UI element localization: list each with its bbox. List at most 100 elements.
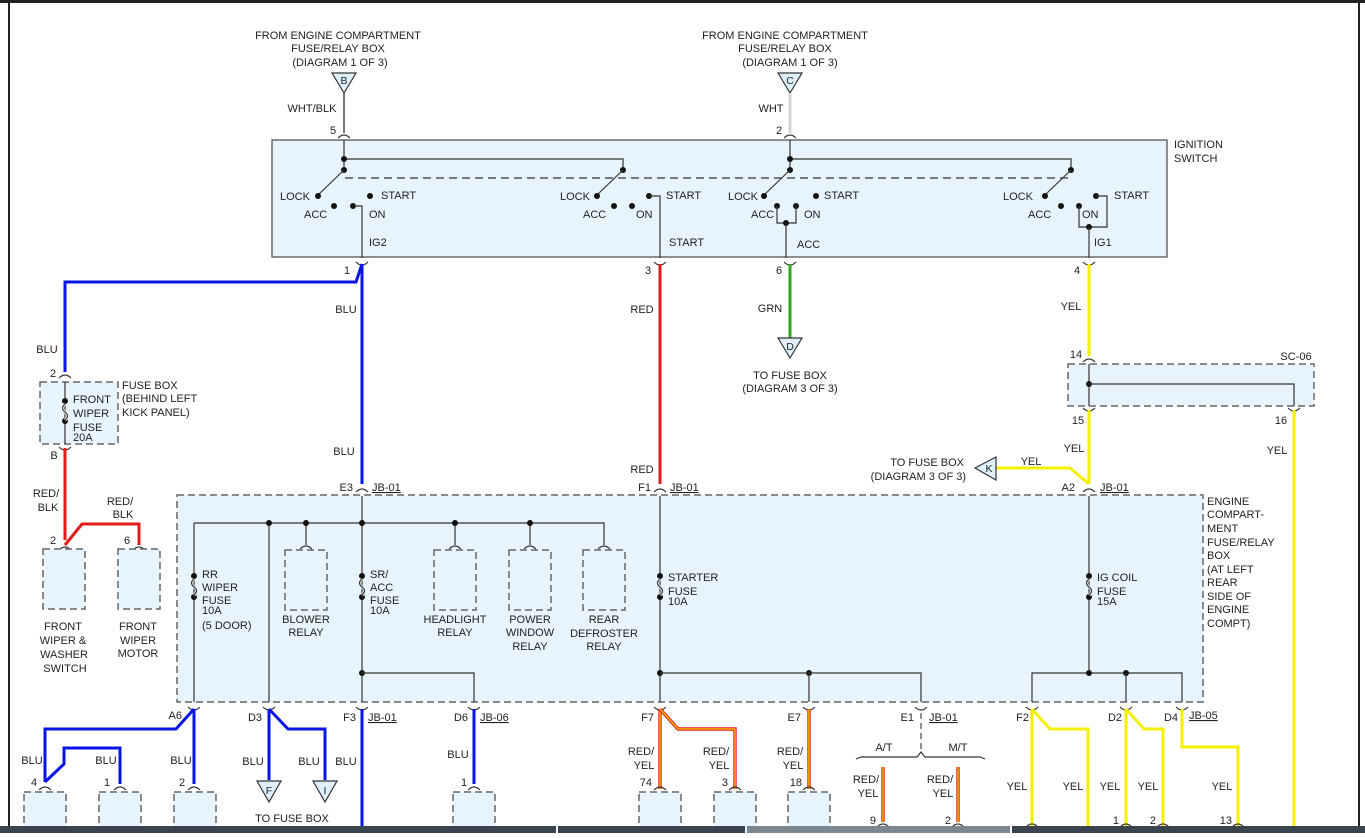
diagram-label: ON <box>636 209 653 221</box>
diagram-label: JB-06 <box>480 712 509 724</box>
diagram-label: YEL <box>783 760 804 772</box>
diagram-label: BOX <box>1207 550 1231 562</box>
diagram-label: (DIAGRAM 3 OF 3) <box>871 471 966 483</box>
engine-box-output-pins: A6 D3 F3 JB-01 D6 JB-06 F7 E7 E1 JB-01 F… <box>169 706 1218 724</box>
diagram-label: BLU <box>447 749 468 761</box>
kick-panel-fuse-box: 2 FRONT WIPER FUSE 20A FUSE BOX (BEHIND … <box>39 368 197 462</box>
diagram-label: WASHER <box>40 649 88 661</box>
connector-b-triangle-icon <box>330 72 358 95</box>
diagram-label: K <box>985 463 992 475</box>
diagram-label: ACC <box>583 209 606 221</box>
diagram-label: 1 <box>104 777 110 789</box>
diagram-label: F1 <box>638 482 651 494</box>
diagram-label: RED/ <box>777 746 804 758</box>
bottom-bar-segment[interactable] <box>558 826 745 833</box>
diagram-label: FUSE/RELAY <box>1207 537 1275 549</box>
diagram-label: M/T <box>949 742 968 754</box>
pin-label: 5 <box>330 125 336 137</box>
diagram-label: BLOWER <box>282 614 330 626</box>
diagram-label: RED <box>630 304 653 316</box>
diagram-label: RED/ <box>703 746 730 758</box>
diagram-label: D6 <box>454 712 468 724</box>
diagram-label: IGNITION <box>1174 139 1223 151</box>
diagram-label: FUSE <box>370 595 399 607</box>
diagram-label: (DIAGRAM 1 OF 3) <box>292 57 387 69</box>
diagram-label: 6 <box>124 535 130 547</box>
to-fuse-box-k: K TO FUSE BOX (DIAGRAM 3 OF 3) YEL <box>871 456 1090 486</box>
diagram-label: START <box>666 190 701 202</box>
diagram-label: ACC <box>797 239 820 251</box>
diagram-label: WIPER <box>73 408 109 420</box>
diagram-label: 15 <box>1072 415 1084 427</box>
diagram-label: D3 <box>248 712 262 724</box>
bottom-bar-segment[interactable] <box>0 826 556 833</box>
diagram-label: MOTOR <box>118 648 159 660</box>
diagram-label: F7 <box>641 712 654 724</box>
blower-relay: BLOWER RELAY <box>282 545 330 639</box>
diagram-label: SWITCH <box>1174 153 1217 165</box>
diagram-label: YEL <box>1100 781 1121 793</box>
front-wiper-circuit: RED/ BLK RED/ BLK 2 6 FRONT WIPER & WASH… <box>33 448 161 675</box>
diagram-label: BLU <box>335 304 356 316</box>
diagram-label: 10A <box>202 605 222 617</box>
diagram-label: RED/ <box>927 774 954 786</box>
diagram-label: 14 <box>1070 349 1082 361</box>
diagram-label: 16 <box>1275 415 1287 427</box>
source-connector-c: FROM ENGINE COMPARTMENT FUSE/RELAY BOX (… <box>702 30 868 139</box>
diagram-label: RED/ <box>628 746 655 758</box>
diagram-label: 4 <box>31 777 37 789</box>
diagram-label: YEL <box>858 788 879 800</box>
diagram-label: FUSE <box>1097 586 1126 598</box>
diagram-label: ENGINE <box>1207 496 1249 508</box>
bottom-yel-wires: YEL YEL YEL YEL YEL 1 2 13 <box>1007 707 1245 828</box>
bottom-red-yel-wires: RED/ YEL RED/ YEL RED/ YEL RED/ YEL RED/… <box>628 707 986 838</box>
diagram-label: YEL <box>1061 301 1082 313</box>
diagram-label: IG COIL <box>1097 572 1137 584</box>
diagram-label: E7 <box>788 712 801 724</box>
bottom-bar-segment[interactable] <box>1012 826 1365 833</box>
diagram-label: SC-06 <box>1280 351 1311 363</box>
engine-box-label: ENGINE COMPART- MENT FUSE/RELAY BOX (AT … <box>1207 496 1275 630</box>
diagram-label: BLU <box>170 755 191 767</box>
diagram-label: BLK <box>38 502 59 514</box>
engine-compartment-fuse-relay-box[interactable]: ENGINE COMPART- MENT FUSE/RELAY BOX (AT … <box>176 482 1275 703</box>
diagram-label: C <box>786 75 794 87</box>
diagram-label: SR/ <box>370 569 389 581</box>
diagram-label: JB-01 <box>372 482 401 494</box>
diagram-label: ACC <box>1028 209 1051 221</box>
diagram-label: LOCK <box>1003 191 1034 203</box>
headlight-relay: HEADLIGHT RELAY <box>424 545 487 639</box>
diagram-label: D <box>786 341 794 353</box>
connector-k-triangle-icon <box>973 456 997 482</box>
diagram-label: WIPER & <box>40 635 87 647</box>
frame-top-border <box>0 0 1365 3</box>
diagram-label: ON <box>369 209 386 221</box>
diagram-label: RELAY <box>288 627 324 639</box>
acc-output-wire: 6 GRN D TO FUSE BOX (DIAGRAM 3 OF 3) <box>742 261 838 395</box>
diagram-label: COMPART- <box>1207 509 1264 521</box>
diagram-label: GRN <box>758 303 783 315</box>
diagram-label: 2 <box>776 125 782 137</box>
diagram-label: FUSE <box>668 586 697 598</box>
connector-f-triangle-icon <box>255 780 283 804</box>
diagram-label: 1 <box>461 777 467 789</box>
diagram-label: E3 <box>340 482 353 494</box>
scrollbar-thumb[interactable] <box>747 826 1010 833</box>
diagram-label: RELAY <box>512 641 548 653</box>
wire-label-wht-blk: WHT/BLK <box>288 103 338 115</box>
diagram-label: B <box>340 75 347 87</box>
diagram-label: ACC <box>304 209 327 221</box>
diagram-label: LOCK <box>280 191 311 203</box>
diagram-label: FRONT <box>73 394 111 406</box>
diagram-label: RELAY <box>586 641 622 653</box>
ignition-switch[interactable]: IGNITION SWITCH LOCK START ACC ON IG2 LO… <box>271 139 1223 258</box>
diagram-label: 10A <box>370 605 390 617</box>
diagram-label: LOCK <box>728 191 759 203</box>
diagram-label: WINDOW <box>506 627 555 639</box>
diagram-label: 18 <box>790 777 802 789</box>
diagram-label: POWER <box>509 614 551 626</box>
diagram-label: WIPER <box>202 582 238 594</box>
diagram-label: LOCK <box>560 191 591 203</box>
diagram-label: FUSE <box>202 595 231 607</box>
diagram-label: JB-01 <box>929 712 958 724</box>
